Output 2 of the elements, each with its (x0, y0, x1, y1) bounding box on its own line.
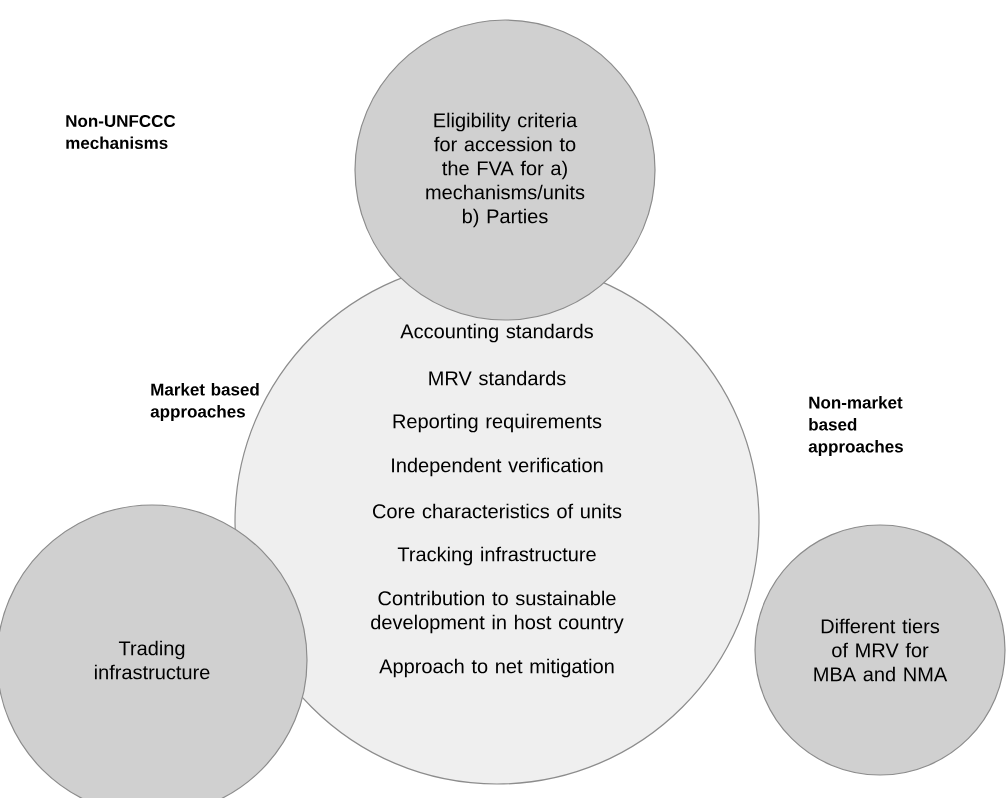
side-label: Non-UNFCCC mechanisms (66, 115, 176, 150)
side-label: Non-market based approaches (808, 396, 903, 456)
